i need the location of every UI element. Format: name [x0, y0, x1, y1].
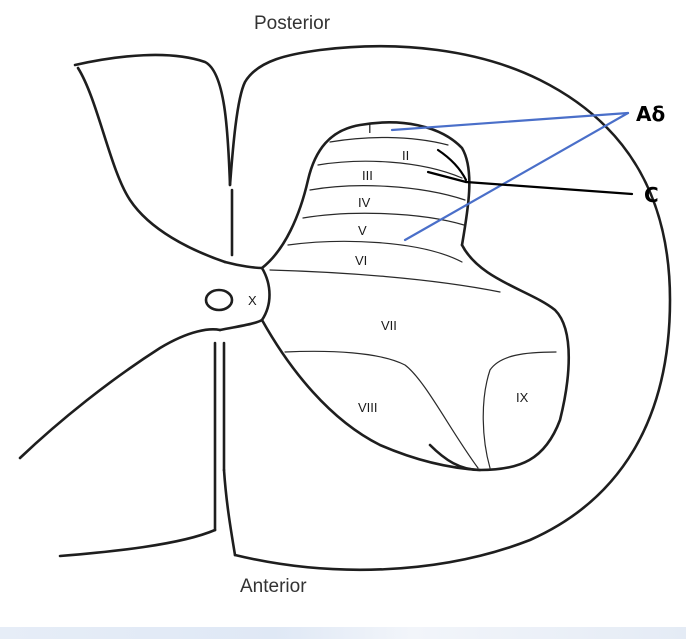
lamina-label-ix: IX	[516, 390, 529, 405]
a-delta-label: Aδ	[636, 102, 665, 126]
right-ventral-horn-outline	[430, 245, 569, 470]
lamina-label-x: X	[248, 293, 257, 308]
bottom-scan-strip	[0, 627, 686, 639]
central-canal	[206, 290, 232, 310]
orientation-label-bottom: Anterior	[240, 576, 307, 597]
lamina-divider-i-ii	[330, 137, 448, 145]
anterior-fissure-curve	[224, 470, 235, 555]
gray-commissure-top	[225, 262, 262, 268]
right-ventral-horn-lower	[262, 320, 480, 470]
lamina-label-ii: II	[402, 148, 409, 163]
lamina-divider-vi-vii	[270, 270, 500, 292]
lamina-label-vi: VI	[355, 253, 367, 268]
left-anterior-outline	[60, 530, 215, 556]
lamina-label-v: V	[358, 223, 367, 238]
lamina-label-vii: VII	[381, 318, 397, 333]
lamina-divider-v-vi	[288, 241, 462, 262]
lamina-label-i: I	[368, 121, 372, 136]
lamina-label-viii: VIII	[358, 400, 378, 415]
left-ventral-horn-outline	[20, 329, 220, 458]
lamina-ix-boundary	[483, 352, 556, 468]
lamina-label-iii: III	[362, 168, 373, 183]
orientation-label-top: Posterior	[254, 13, 331, 34]
lamina-viii-boundary	[285, 351, 478, 468]
gray-commissure-bottom	[220, 320, 262, 330]
lamina-label-iv: IV	[358, 195, 371, 210]
gray-commissure-right	[262, 268, 270, 320]
lamina-divider-iii-iv	[310, 186, 465, 200]
left-dorsal-horn-outline	[78, 68, 225, 262]
c-fiber-label: C	[644, 183, 659, 207]
a-delta-line-lamina-i	[392, 113, 628, 130]
